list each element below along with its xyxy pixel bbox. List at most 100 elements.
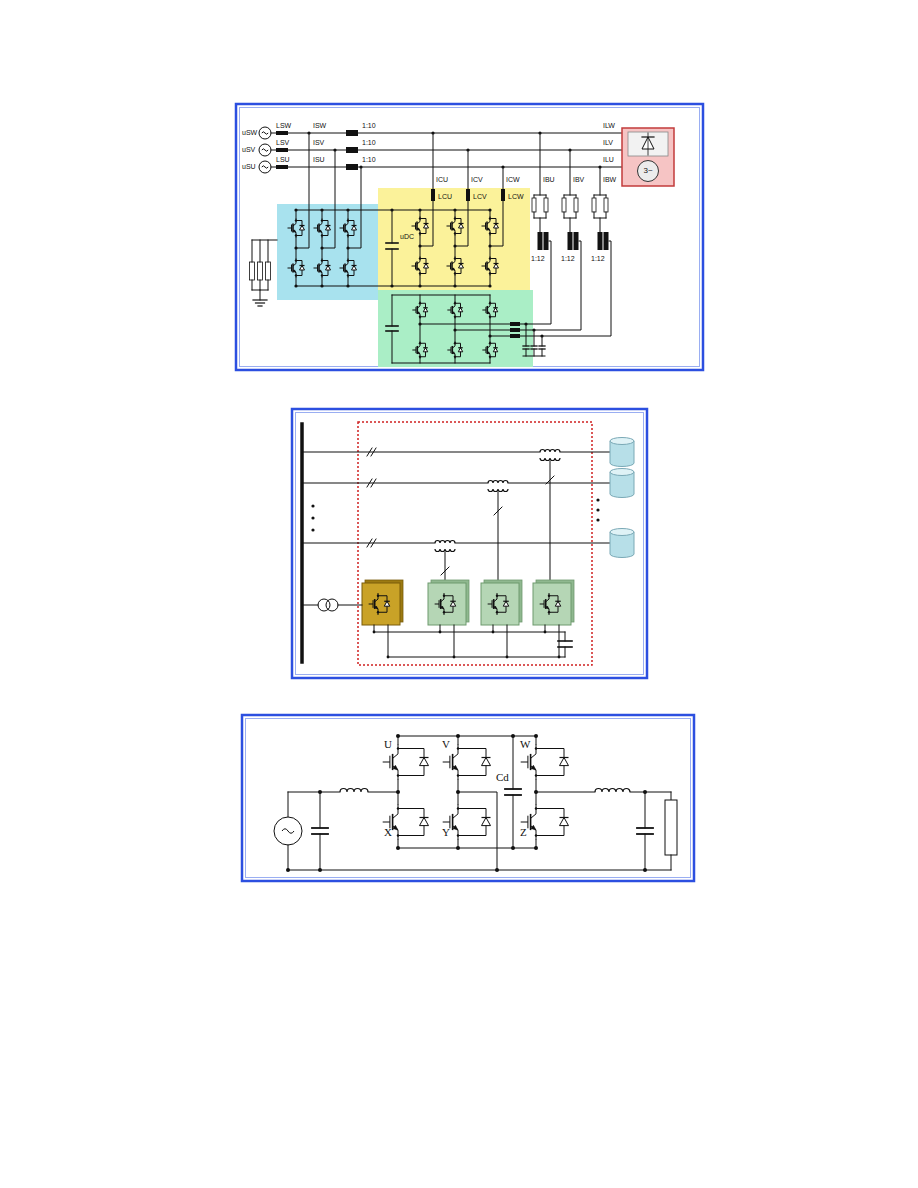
igbt-symbol [412,341,427,359]
wire [648,133,649,155]
output-inductor [510,328,520,332]
emitter-arrow [487,312,490,314]
ac-source [259,144,271,156]
wire [392,295,490,296]
junction-dot [397,774,399,776]
signal-label: 1:12 [531,255,545,262]
wire [558,640,572,642]
diode-triangle [494,224,499,229]
wire [534,195,546,196]
wire [671,792,672,800]
emitter-arrow [417,228,420,231]
emitter-arrow [452,268,455,271]
junction-dot [286,868,290,872]
igbt-symbol [314,218,331,238]
junction-dot [419,232,421,234]
emitter-arrow [494,606,497,609]
wire [513,736,514,789]
wire [536,749,564,776]
junction-dot [321,234,323,236]
wire [268,280,269,290]
wire [420,324,510,325]
wire [322,150,335,248]
current-transformer [346,130,358,136]
wire [523,345,529,346]
junction-dot [295,219,297,221]
wire [452,352,455,359]
resistor [562,198,566,212]
wire [540,133,541,195]
diode-bar [494,223,499,224]
wire [302,605,318,606]
wire [531,826,536,840]
igbt-symbol [488,593,509,615]
igbt-symbol [447,341,462,359]
inductor-coil [488,481,508,484]
junction-dot [311,528,314,531]
junction-dot [320,246,323,249]
junction-dot [466,148,469,151]
wire [606,195,607,198]
wire [288,792,289,817]
wire [302,542,435,543]
signal-label: X [384,827,392,838]
junction-dot [453,208,456,211]
junction-dot [333,148,336,151]
emitter-arrow [531,825,536,830]
wire [348,167,361,248]
junction-dot [397,807,399,809]
wire [455,542,610,543]
wire [288,268,292,269]
wire [371,539,376,547]
signal-label: LSW [276,122,291,129]
wire [455,295,456,301]
emitter-arrow [441,606,444,609]
junction-dot [535,774,537,776]
wire [487,312,490,319]
wire [576,212,577,218]
junction-dot [320,284,323,287]
inductor-coil [540,458,560,461]
signal-label: ILW [603,122,615,129]
wire [540,604,544,605]
junction-dot [377,611,379,613]
wire [435,604,439,605]
resistor [592,198,596,212]
filter-inductor [501,189,505,201]
line-inductor [276,148,288,152]
junction-dot [454,342,456,344]
figure-frame [242,715,694,881]
diode-bar [459,263,464,264]
wire [314,268,318,269]
wire [565,632,566,641]
diode-bar [458,347,463,348]
emitter-arrow [319,270,322,273]
wire [536,809,564,836]
rectifier-panel [628,132,668,156]
resistor [250,262,255,280]
signal-label: ICU [436,176,448,183]
wire [539,345,545,346]
output-inductor [510,334,520,338]
wire [398,809,424,836]
wire [490,336,510,337]
wire [452,268,455,276]
junction-dot [318,868,322,872]
transformer-winding [568,232,573,250]
wire [417,312,420,319]
junction-dot [489,316,491,318]
signal-label: IBV [573,176,584,183]
junction-dot [453,328,456,331]
diode-triangle [459,264,464,269]
junction-dot [453,244,456,247]
wire [447,350,451,351]
junction-dot [419,257,421,259]
signal-label: 1:10 [362,122,376,129]
inductor-coil [435,549,455,552]
wire [319,230,322,238]
signal-label: uSV [242,146,255,153]
wire [534,212,535,218]
wire [570,150,571,195]
junction-dot [489,356,491,358]
wire [447,266,451,267]
